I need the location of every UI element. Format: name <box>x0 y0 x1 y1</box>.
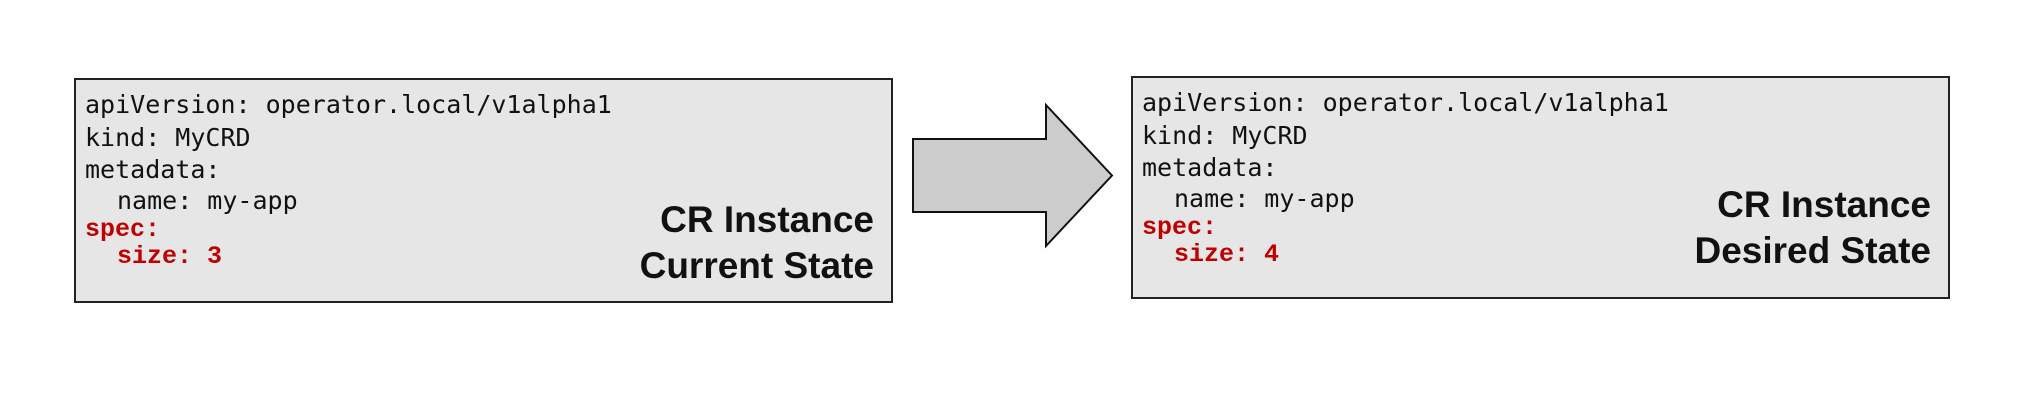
yaml-desired: apiVersion: operator.local/v1alpha1 kind… <box>1142 86 1669 268</box>
yaml-spec: spec: <box>1142 213 1218 242</box>
yaml-name: name: my-app <box>1174 184 1355 213</box>
label-line-2: Desired State <box>1694 230 1932 271</box>
yaml-current: apiVersion: operator.local/v1alpha1 kind… <box>85 88 612 270</box>
label-line-1: CR Instance <box>660 199 874 240</box>
yaml-size-line: size: 3 <box>85 243 612 270</box>
current-state-label: CR Instance Current State <box>640 197 874 289</box>
label-line-2: Current State <box>639 245 874 286</box>
yaml-metadata: metadata: <box>85 155 221 184</box>
yaml-name-line: name: my-app <box>85 186 612 216</box>
cr-current-state-box: apiVersion: operator.local/v1alpha1 kind… <box>74 78 893 303</box>
right-arrow-icon <box>912 102 1114 249</box>
label-line-1: CR Instance <box>1717 184 1931 225</box>
yaml-size: size: 4 <box>1174 240 1280 269</box>
yaml-size-line: size: 4 <box>1142 241 1669 268</box>
cr-desired-state-box: apiVersion: operator.local/v1alpha1 kind… <box>1131 76 1950 299</box>
yaml-api-version: apiVersion: operator.local/v1alpha1 <box>85 90 612 119</box>
yaml-name: name: my-app <box>117 186 298 215</box>
desired-state-label: CR Instance Desired State <box>1695 182 1932 274</box>
yaml-spec: spec: <box>85 215 161 244</box>
yaml-name-line: name: my-app <box>1142 184 1669 214</box>
yaml-size: size: 3 <box>117 242 223 271</box>
yaml-metadata: metadata: <box>1142 153 1278 182</box>
yaml-kind: kind: MyCRD <box>1142 121 1308 150</box>
yaml-api-version: apiVersion: operator.local/v1alpha1 <box>1142 88 1669 117</box>
yaml-kind: kind: MyCRD <box>85 123 251 152</box>
